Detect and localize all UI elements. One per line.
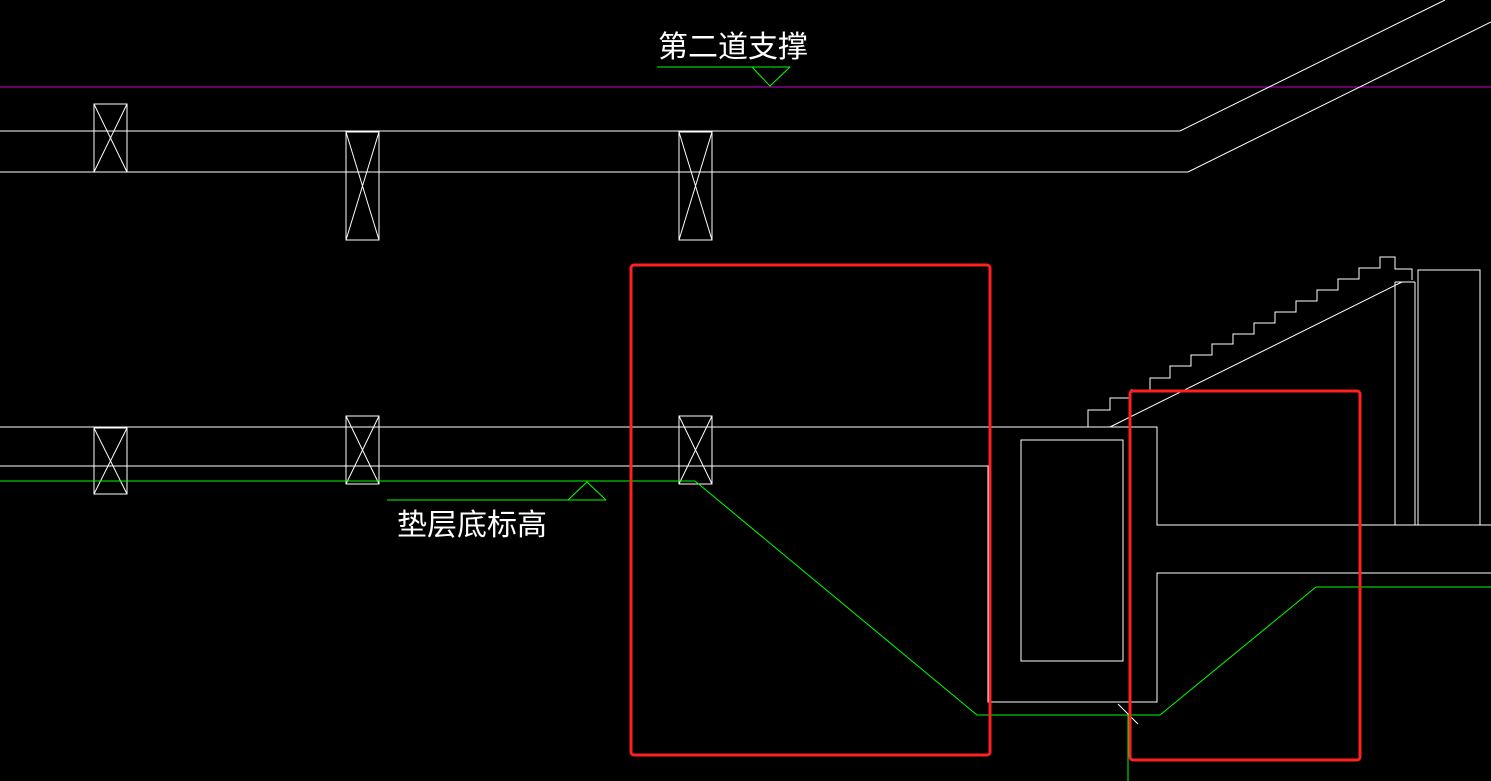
upper-column bbox=[93, 103, 128, 173]
lower-column bbox=[93, 427, 128, 495]
cursor-tick bbox=[1117, 703, 1139, 725]
upper-column bbox=[678, 131, 713, 241]
second-support-label: 第二道支撑 bbox=[658, 30, 808, 65]
cushion-bottom-elevation-label: 垫层底标高 bbox=[397, 508, 547, 543]
lower-beam bbox=[0, 426, 1491, 703]
cushion-bottom-line bbox=[0, 480, 1491, 716]
lower-column bbox=[678, 415, 713, 485]
cushion-bottom-elevation-marker bbox=[387, 481, 607, 501]
highlight-box-right bbox=[1128, 389, 1362, 762]
upper-column bbox=[345, 131, 380, 241]
pit-rectangle bbox=[1020, 439, 1124, 662]
stepped-slope bbox=[1087, 256, 1415, 428]
highlight-box-left bbox=[629, 263, 992, 757]
right-wall bbox=[1394, 269, 1481, 525]
lower-column bbox=[345, 415, 380, 485]
upper-support-beam bbox=[0, 0, 1491, 173]
second-support-marker bbox=[657, 66, 791, 87]
